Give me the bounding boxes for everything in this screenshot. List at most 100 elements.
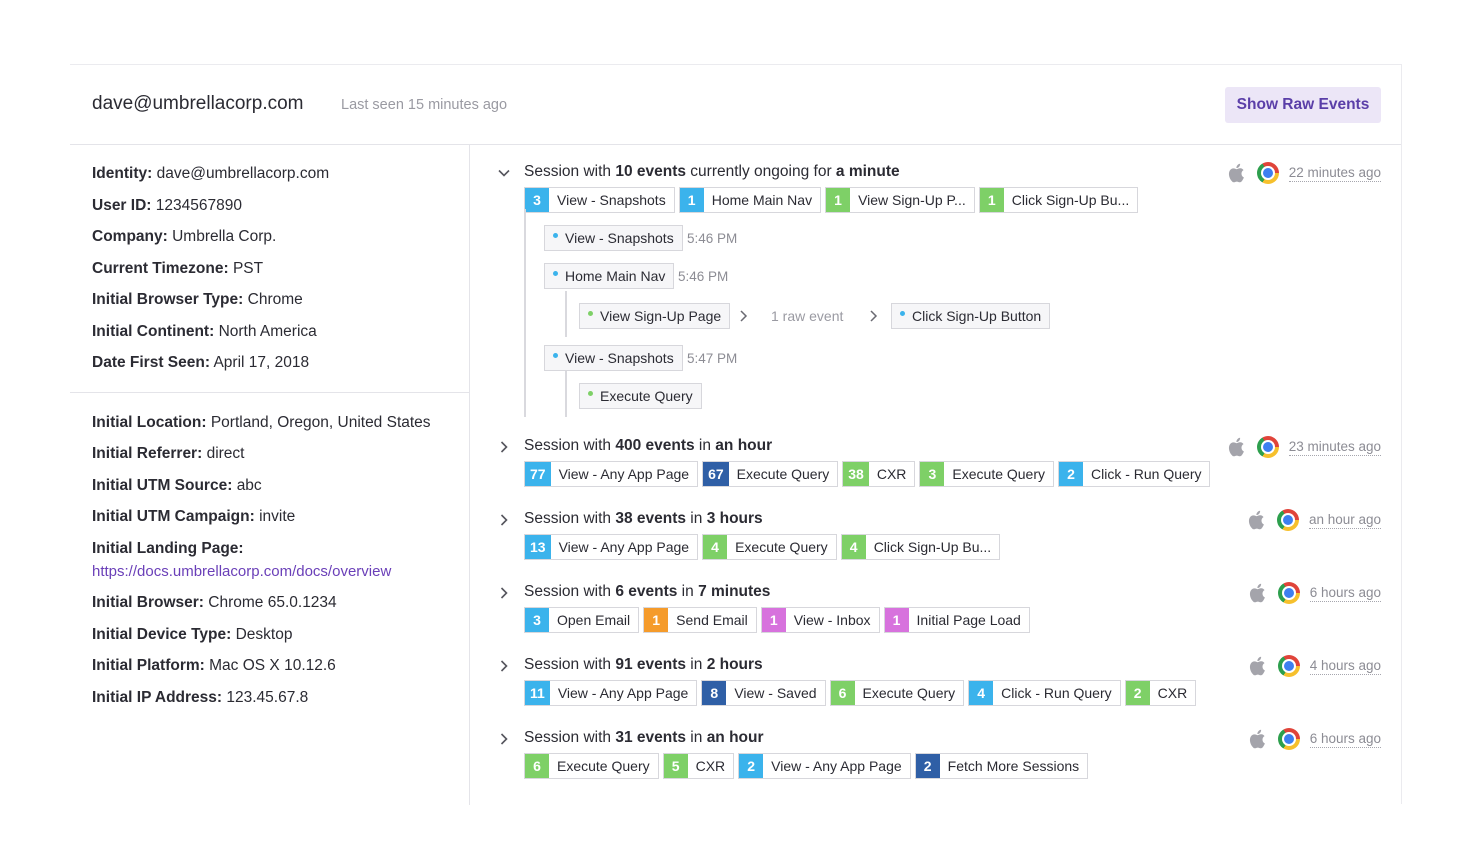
session-meta: 4 hours ago xyxy=(1248,654,1381,678)
timeline-event[interactable]: Execute Query xyxy=(579,383,702,409)
chevron-right-icon xyxy=(870,310,878,322)
session-meta: 22 minutes ago xyxy=(1227,161,1381,185)
session-time-ago[interactable]: 4 hours ago xyxy=(1309,657,1381,675)
chrome-icon xyxy=(1256,162,1279,184)
property-ip-address: Initial IP Address: 123.45.67.8 xyxy=(92,689,309,706)
chevron-down-icon[interactable] xyxy=(496,165,512,181)
chevron-right-icon[interactable] xyxy=(496,585,512,601)
property-user-id: User ID: 1234567890 xyxy=(92,197,242,214)
property-date-first-seen: Date First Seen: April 17, 2018 xyxy=(92,354,310,371)
properties-section-primary: Identity: dave@umbrellacorp.com User ID:… xyxy=(70,145,470,393)
apple-icon xyxy=(1248,510,1264,530)
event-dot-icon xyxy=(588,391,593,396)
session-title[interactable]: Session with 31 events in an hour xyxy=(524,729,764,746)
apple-icon xyxy=(1228,163,1244,183)
apple-icon xyxy=(1249,583,1265,603)
chrome-icon xyxy=(1277,728,1300,750)
timeline-event[interactable]: View Sign-Up Page xyxy=(579,303,731,329)
property-browser: Initial Browser: Chrome 65.0.1234 xyxy=(92,594,337,611)
timeline-line xyxy=(565,291,567,337)
timeline-event[interactable]: Click Sign-Up Button xyxy=(891,303,1051,329)
session-title[interactable]: Session with 400 events in an hour xyxy=(524,437,773,454)
session-meta: 6 hours ago xyxy=(1248,727,1381,751)
session-title[interactable]: Session with 91 events in 2 hours xyxy=(524,656,763,673)
property-continent: Initial Continent: North America xyxy=(92,323,317,340)
property-location: Initial Location: Portland, Oregon, Unit… xyxy=(92,414,431,431)
event-dot-icon xyxy=(900,311,905,316)
sessions-list: Session with 10 events currently ongoing… xyxy=(490,145,1401,805)
event-dot-icon xyxy=(588,311,593,316)
event-time: 5:47 PM xyxy=(687,351,738,366)
session-time-ago[interactable]: 6 hours ago xyxy=(1309,584,1381,602)
event-dot-icon xyxy=(553,271,558,276)
chrome-icon xyxy=(1256,436,1279,458)
property-timezone: Current Timezone: PST xyxy=(92,260,264,277)
session-meta: an hour ago xyxy=(1247,508,1381,532)
show-raw-events-button[interactable]: Show Raw Events xyxy=(1225,87,1381,123)
apple-icon xyxy=(1249,656,1265,676)
session-time-ago[interactable]: 6 hours ago xyxy=(1309,730,1381,748)
chevron-right-icon[interactable] xyxy=(496,512,512,528)
timeline-event[interactable]: Home Main Nav xyxy=(544,263,675,289)
session-title[interactable]: Session with 10 events currently ongoing… xyxy=(524,163,900,180)
last-seen-text: Last seen 15 minutes ago xyxy=(341,97,508,113)
chevron-right-icon[interactable] xyxy=(496,439,512,455)
event-time: 5:46 PM xyxy=(678,269,729,284)
chrome-icon xyxy=(1276,509,1299,531)
apple-icon xyxy=(1249,729,1265,749)
session-title[interactable]: Session with 38 events in 3 hours xyxy=(524,510,763,527)
apple-icon xyxy=(1228,437,1244,457)
property-device-type: Initial Device Type: Desktop xyxy=(92,626,293,643)
raw-event-note[interactable]: 1 raw event xyxy=(771,308,844,324)
timeline-event[interactable]: View - Snapshots xyxy=(544,225,683,251)
timeline-event[interactable]: View - Snapshots xyxy=(544,345,683,371)
property-company: Company: Umbrella Corp. xyxy=(92,228,277,245)
event-time: 5:46 PM xyxy=(687,231,738,246)
chevron-right-icon[interactable] xyxy=(496,658,512,674)
session-time-ago[interactable]: 22 minutes ago xyxy=(1288,164,1381,182)
profile-header: dave@umbrellacorp.com Last seen 15 minut… xyxy=(70,65,1401,145)
session-time-ago[interactable]: 23 minutes ago xyxy=(1288,438,1381,456)
chevron-right-icon xyxy=(740,310,748,322)
property-landing-page: Initial Landing Page: xyxy=(92,540,244,557)
timeline-line xyxy=(565,371,567,417)
session-title[interactable]: Session with 6 events in 7 minutes xyxy=(524,583,771,600)
landing-page-link[interactable]: https://docs.umbrellacorp.com/docs/overv… xyxy=(92,563,392,580)
user-properties-panel: Identity: dave@umbrellacorp.com User ID:… xyxy=(70,145,470,805)
user-profile-card: dave@umbrellacorp.com Last seen 15 minut… xyxy=(70,64,1402,805)
user-email-title: dave@umbrellacorp.com xyxy=(92,93,304,114)
property-identity: Identity: dave@umbrellacorp.com xyxy=(92,165,330,182)
session-time-ago[interactable]: an hour ago xyxy=(1308,511,1381,529)
session-meta: 23 minutes ago xyxy=(1227,435,1381,459)
chevron-right-icon[interactable] xyxy=(496,731,512,747)
